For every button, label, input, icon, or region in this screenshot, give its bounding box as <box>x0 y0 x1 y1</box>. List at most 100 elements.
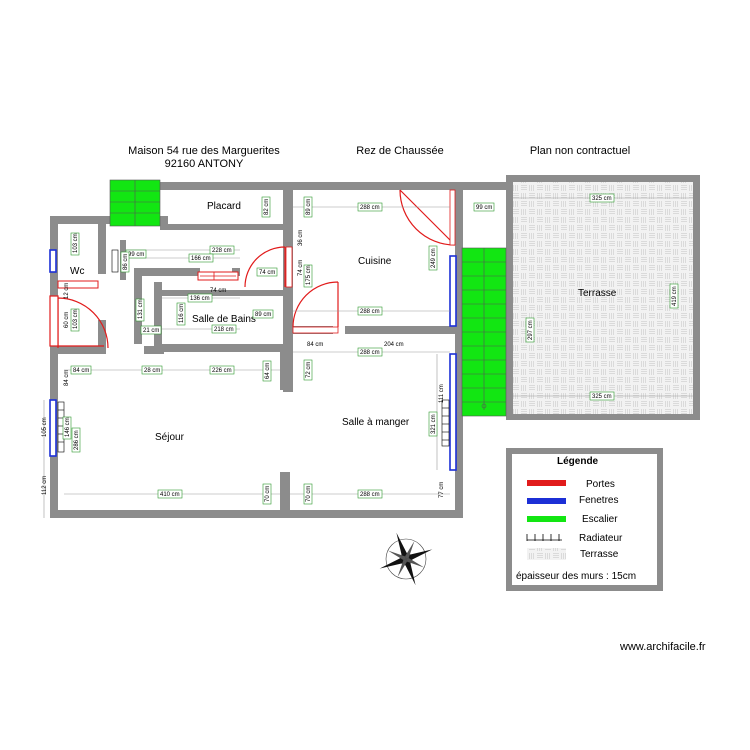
dim-label: 116 cm <box>176 302 186 326</box>
dim-label: 226 cm <box>209 365 235 375</box>
room-label-terrasse: Terrasse <box>578 288 617 299</box>
dim-label: 325 cm <box>589 391 615 401</box>
dim-label: 288 cm <box>357 306 383 316</box>
address-line-2: 92160 ANTONY <box>164 158 244 170</box>
svg-text:60 cm: 60 cm <box>64 312 70 328</box>
room-label-salle-de-bains: Salle de Bains <box>192 314 256 325</box>
svg-text:131 cm: 131 cm <box>138 299 144 319</box>
svg-text:74 cm: 74 cm <box>210 288 226 294</box>
door-entrance <box>49 295 59 347</box>
dim-label: 84 cm <box>64 370 70 386</box>
legend-item-windows: Fenetres <box>527 495 618 506</box>
svg-text:288 cm: 288 cm <box>360 205 380 211</box>
dim-label: 84 cm <box>307 342 323 348</box>
svg-text:112 cm: 112 cm <box>42 476 48 495</box>
svg-text:228 cm: 228 cm <box>212 248 232 254</box>
legend-label-windows: Fenetres <box>579 495 618 506</box>
dim-label: 288 cm <box>357 489 383 499</box>
svg-text:82 cm: 82 cm <box>264 199 270 215</box>
dim-label: 99 cm <box>473 202 495 212</box>
dim-label: 70 cm <box>303 483 313 505</box>
svg-text:286 cm: 286 cm <box>74 430 80 450</box>
contract-notice: Plan non contractuel <box>529 145 631 157</box>
address-title: Maison 54 rue des Marguerites 92160 ANTO… <box>104 145 304 171</box>
dim-label: 82 cm <box>261 196 271 218</box>
svg-text:116 cm: 116 cm <box>179 304 185 323</box>
dim-label: 77 cm <box>439 482 445 498</box>
radiator-dining <box>441 399 450 447</box>
svg-text:325 cm: 325 cm <box>592 394 612 400</box>
window-wc <box>49 249 57 273</box>
dim-label: 105 cm <box>42 417 48 437</box>
svg-text:86 cm: 86 cm <box>123 254 129 270</box>
dimension-labels: 82 cm 89 cm 288 cm 99 cm 325 cm 103 cm 2… <box>42 193 679 505</box>
room-label-cuisine: Cuisine <box>358 256 392 267</box>
door-bathroom <box>197 271 239 281</box>
legend-item-stairs: Escalier <box>527 514 618 525</box>
svg-text:84 cm: 84 cm <box>307 342 323 348</box>
svg-text:12 cm: 12 cm <box>64 283 70 299</box>
level-title: Rez de Chaussée <box>356 145 444 157</box>
svg-text:103 cm: 103 cm <box>73 233 79 253</box>
svg-text:84 cm: 84 cm <box>64 370 70 386</box>
dim-label: 131 cm <box>135 298 145 322</box>
radiator-wc <box>111 249 119 273</box>
dim-label: 111 cm <box>439 384 445 403</box>
svg-text:288 cm: 288 cm <box>360 350 380 356</box>
legend-label-terrace: Terrasse <box>580 549 619 560</box>
dim-label: 86 cm <box>120 251 130 273</box>
dim-label: 419 cm <box>669 283 679 309</box>
svg-text:218 cm: 218 cm <box>214 327 234 333</box>
website-link[interactable]: www.archifacile.fr <box>620 641 706 653</box>
dim-label: 103 cm <box>70 232 80 256</box>
radiator-icon <box>526 534 562 541</box>
svg-text:249 cm: 249 cm <box>431 248 437 268</box>
svg-text:204 cm: 204 cm <box>384 342 404 348</box>
dim-label: 89 cm <box>303 196 313 218</box>
svg-text:111 cm: 111 cm <box>439 384 445 403</box>
dim-label: 103 cm <box>70 308 80 332</box>
window-kitchen <box>449 255 457 327</box>
dim-label: 288 cm <box>357 202 383 212</box>
door-kitchen-bottom <box>292 281 339 334</box>
svg-text:419 cm: 419 cm <box>672 286 678 306</box>
dim-label: 297 cm <box>525 317 535 343</box>
svg-text:64 cm: 64 cm <box>265 363 271 379</box>
svg-text:146 cm: 146 cm <box>65 417 71 437</box>
legend-label-radiator: Radiateur <box>579 533 623 544</box>
legend-item-radiator: Radiateur <box>526 533 623 544</box>
svg-text:321 cm: 321 cm <box>431 414 437 434</box>
room-label-wc: Wc <box>70 266 84 277</box>
wall-thickness-note: épaisseur des murs : 15cm <box>516 571 636 582</box>
svg-text:226 cm: 226 cm <box>212 368 232 374</box>
dim-label: 166 cm <box>188 253 214 263</box>
dim-label: 175 cm <box>303 264 313 288</box>
dim-label: 288 cm <box>357 347 383 357</box>
legend-title: Légende <box>557 456 599 467</box>
door-cuisine-top <box>399 189 456 246</box>
legend-item-terrace: Terrasse <box>527 548 619 560</box>
dim-label: 286 cm <box>71 427 81 453</box>
svg-text:103 cm: 103 cm <box>73 309 79 329</box>
svg-text:288 cm: 288 cm <box>360 492 380 498</box>
terrace-swatch-icon <box>527 548 566 560</box>
compass-rose-icon <box>379 532 433 586</box>
dim-label: 74 cm <box>298 260 304 276</box>
dim-label: 74 cm <box>256 267 278 277</box>
dim-label: 36 cm <box>298 230 304 246</box>
svg-text:166 cm: 166 cm <box>191 256 211 262</box>
svg-text:70 cm: 70 cm <box>265 486 271 502</box>
walls <box>50 182 463 518</box>
dim-label: 12 cm <box>64 283 70 299</box>
svg-text:72 cm: 72 cm <box>306 362 312 378</box>
svg-text:84 cm: 84 cm <box>73 368 89 374</box>
dim-label: 146 cm <box>62 416 72 440</box>
svg-text:77 cm: 77 cm <box>439 482 445 498</box>
address-line-1: Maison 54 rue des Marguerites <box>128 145 280 157</box>
svg-text:36 cm: 36 cm <box>298 230 304 246</box>
svg-text:89 cm: 89 cm <box>255 312 271 318</box>
dim-label: 89 cm <box>252 309 274 319</box>
dim-label: 74 cm <box>210 288 226 294</box>
door-kitchen-left <box>244 246 293 288</box>
